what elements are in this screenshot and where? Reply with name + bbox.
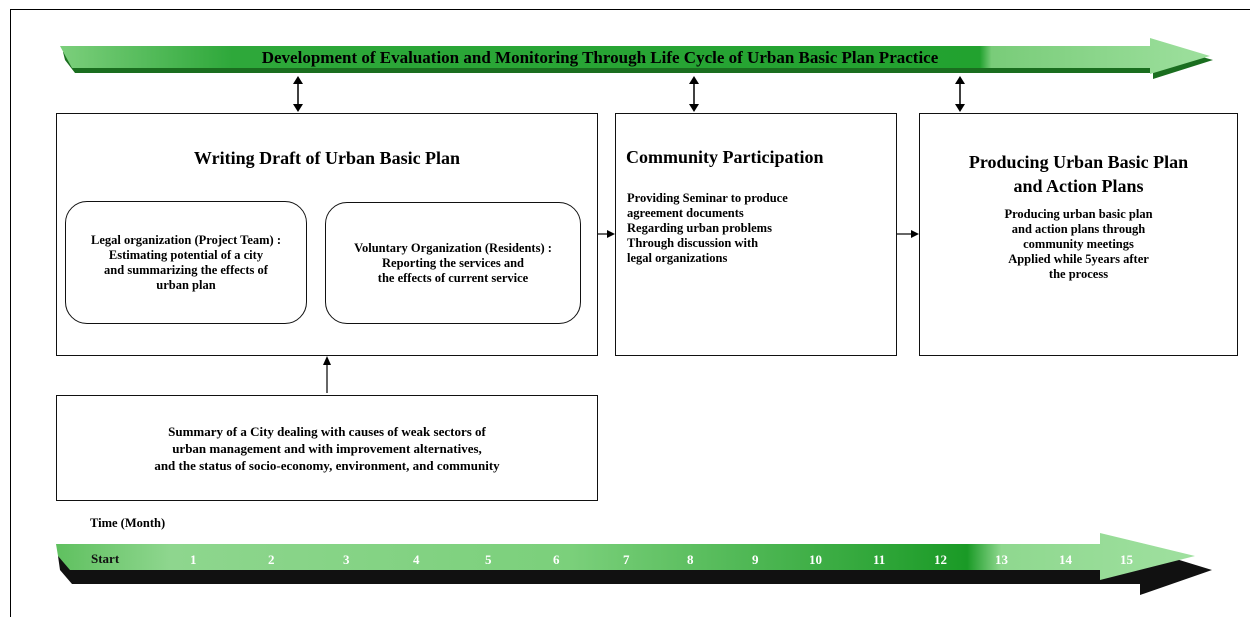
timeline-month-10: 10: [809, 552, 822, 567]
timeline-month-14: 14: [1059, 552, 1072, 567]
timeline-month-13: 13: [995, 552, 1008, 567]
timeline-month-15: 15: [1120, 552, 1133, 567]
frame-top-line: [10, 9, 1250, 10]
timeline-arrow: [56, 533, 1212, 595]
banner-title: Development of Evaluation and Monitoring…: [261, 48, 939, 67]
timeline-month-11: 11: [873, 552, 886, 567]
timeline-month-5: 5: [485, 552, 492, 567]
timeline-month-12: 12: [934, 552, 947, 567]
writing-draft-title: Writing Draft of Urban Basic Plan: [193, 148, 461, 168]
timeline-month-3: 3: [343, 552, 350, 567]
summary-box: [56, 395, 598, 501]
timeline-caption: Time (Month): [90, 516, 166, 530]
banner-arrow: [60, 38, 1213, 79]
timeline-month-7: 7: [623, 552, 630, 567]
community-box: [615, 113, 897, 356]
community-title: Community Participation: [626, 147, 824, 167]
timeline-month-8: 8: [687, 552, 694, 567]
legal-org-box: Legal organization (Project Team) : Esti…: [65, 201, 307, 324]
summary-text: Summary of a City dealing with causes of…: [154, 424, 500, 473]
timeline-month-4: 4: [413, 552, 420, 567]
timeline-month-9: 9: [752, 552, 759, 567]
producing-box: [919, 113, 1238, 356]
timeline-month-6: 6: [553, 552, 560, 567]
banner-connectors: [293, 76, 965, 112]
community-text: Providing Seminar to produce agreement d…: [627, 191, 788, 265]
timeline-month-2: 2: [268, 552, 275, 567]
flow-arrows: [323, 230, 919, 393]
timeline-start-label: Start: [91, 551, 120, 566]
frame-left-line: [10, 9, 11, 617]
timeline-month-1: 1: [190, 552, 197, 567]
voluntary-org-box: Voluntary Organization (Residents) : Rep…: [325, 202, 581, 324]
producing-text: Producing urban basic plan and action pl…: [1004, 207, 1153, 281]
producing-title: Producing Urban Basic Plan and Action Pl…: [968, 152, 1189, 196]
